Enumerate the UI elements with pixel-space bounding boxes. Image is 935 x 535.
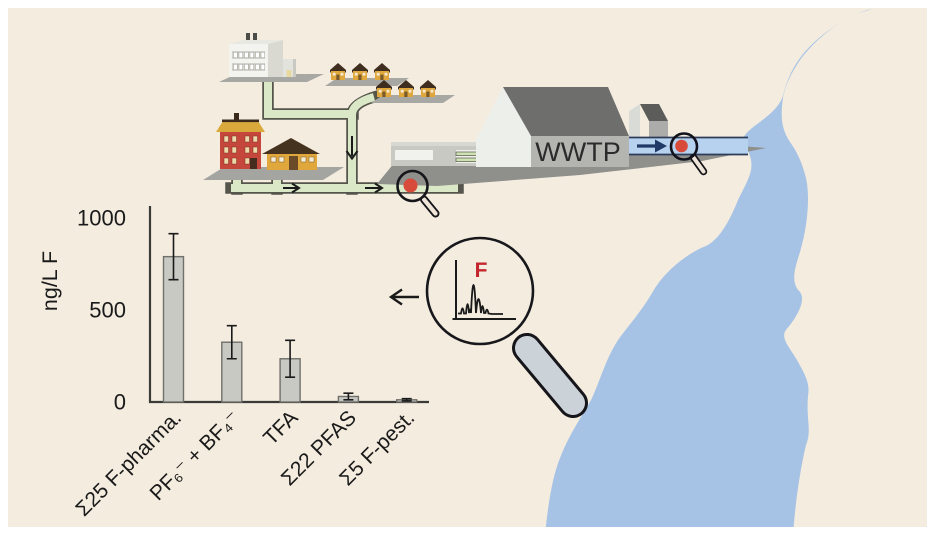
red-house (216, 113, 265, 169)
suburb-houses (325, 63, 455, 103)
wwtp-roof (503, 87, 629, 136)
factory-windows (233, 52, 265, 70)
effluent-sample-point (675, 139, 688, 153)
y-axis-title: ng/L F (38, 251, 62, 311)
error-bar (226, 324, 237, 360)
y-tick-label: 1000 (77, 206, 126, 231)
town-houses (203, 113, 344, 180)
y-tick-label: 500 (89, 298, 126, 323)
wwtp: WWTP (377, 87, 766, 186)
y-tick-label: 0 (114, 390, 126, 415)
chart-axes (148, 206, 429, 404)
flow-arrow-icon (283, 136, 384, 194)
river (545, 8, 877, 527)
results-arrow-icon (388, 288, 419, 306)
chromatogram: F (452, 259, 516, 320)
effluent-sampling-magnifier-icon (669, 132, 708, 176)
influent-sample-point (403, 178, 418, 193)
influent-sampling-magnifier-icon (396, 169, 440, 218)
factory (219, 33, 324, 82)
error-bar (343, 392, 354, 401)
analysis-magnifier-icon: F (425, 236, 588, 418)
error-bar (285, 339, 296, 378)
error-bar (401, 397, 412, 402)
factory-door (286, 70, 292, 77)
effluent-pipe (629, 136, 748, 156)
wwtp-label: WWTP (535, 137, 620, 167)
fluorine-label: F (475, 259, 488, 282)
yellow-house (262, 138, 320, 170)
error-bar (168, 232, 179, 281)
